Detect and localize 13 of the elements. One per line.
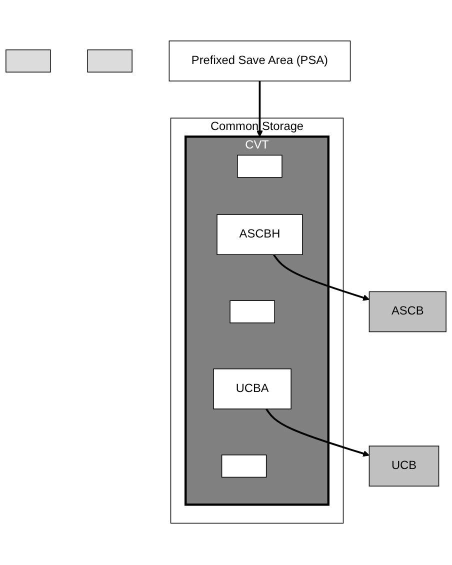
node-box: UCB — [368, 446, 440, 487]
node-box — [221, 455, 267, 478]
node-box — [237, 155, 282, 178]
node-box — [6, 50, 51, 73]
node-box: ASCBH — [216, 214, 303, 256]
node-box: Prefixed Save Area (PSA) — [168, 40, 351, 82]
node-box — [87, 50, 132, 73]
arrow — [266, 408, 370, 458]
arrow — [256, 81, 263, 138]
node-box: ASCB — [368, 292, 446, 333]
node-box: UCBA — [213, 368, 292, 410]
arrow — [272, 254, 370, 302]
node-box — [230, 300, 275, 324]
